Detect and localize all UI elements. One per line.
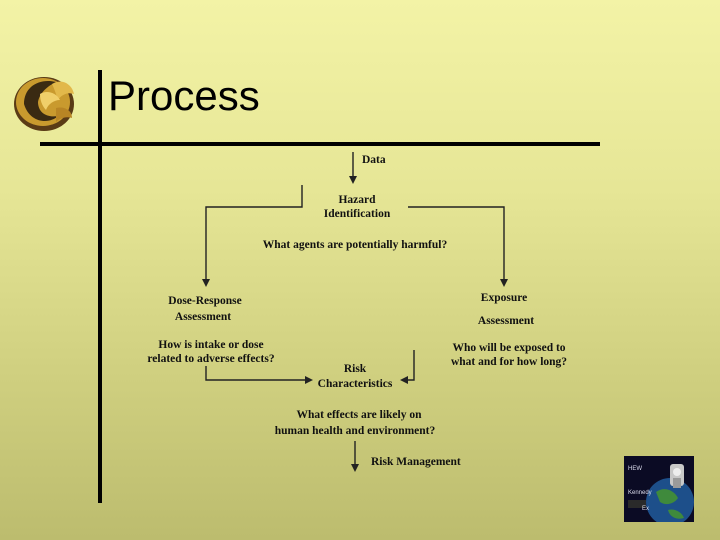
hazard-question: What agents are potentially harmful? <box>262 239 448 251</box>
exposure-question-line2: what and for how long? <box>450 356 568 368</box>
connector-exposure-to-risk <box>400 350 415 384</box>
badge-line3: Ex <box>642 506 650 512</box>
badge-line2: Kennedy <box>628 490 652 496</box>
pegasus-logo-icon <box>14 77 74 131</box>
dose-question-line1: How is intake or dose <box>158 339 264 351</box>
badge-art <box>628 464 694 522</box>
dose-label-line2: Assessment <box>174 311 232 323</box>
slide-title: Process <box>108 72 260 119</box>
hazard-label-line1: Hazard <box>338 194 376 206</box>
connector-hazard-to-exposure <box>408 206 508 287</box>
risk-label-line1: Risk <box>343 363 367 375</box>
dose-question-line2: related to adverse effects? <box>147 353 275 365</box>
dose-label-line1: Dose-Response <box>168 295 242 307</box>
horizontal-rule <box>40 142 600 146</box>
exposure-label-line1: Exposure <box>480 292 528 304</box>
hazard-label-line2: Identification <box>323 208 391 220</box>
exposure-label-line2: Assessment <box>477 315 535 327</box>
exposure-question-line1: Who will be exposed to <box>452 342 566 354</box>
globe-badge-icon: HEW Kennedy Ex <box>624 456 694 522</box>
badge-line1: HEW <box>628 466 642 472</box>
risk-label-line2: Characteristics <box>317 378 393 390</box>
data-label: Data <box>362 154 386 166</box>
connector-dose-to-risk <box>205 366 313 384</box>
connector-hazard-to-dose <box>202 185 303 287</box>
risk-management-label: Risk Management <box>371 456 461 468</box>
vertical-rule <box>98 70 102 503</box>
risk-question-line2: human health and environment? <box>274 425 436 437</box>
risk-question-line1: What effects are likely on <box>296 409 422 421</box>
